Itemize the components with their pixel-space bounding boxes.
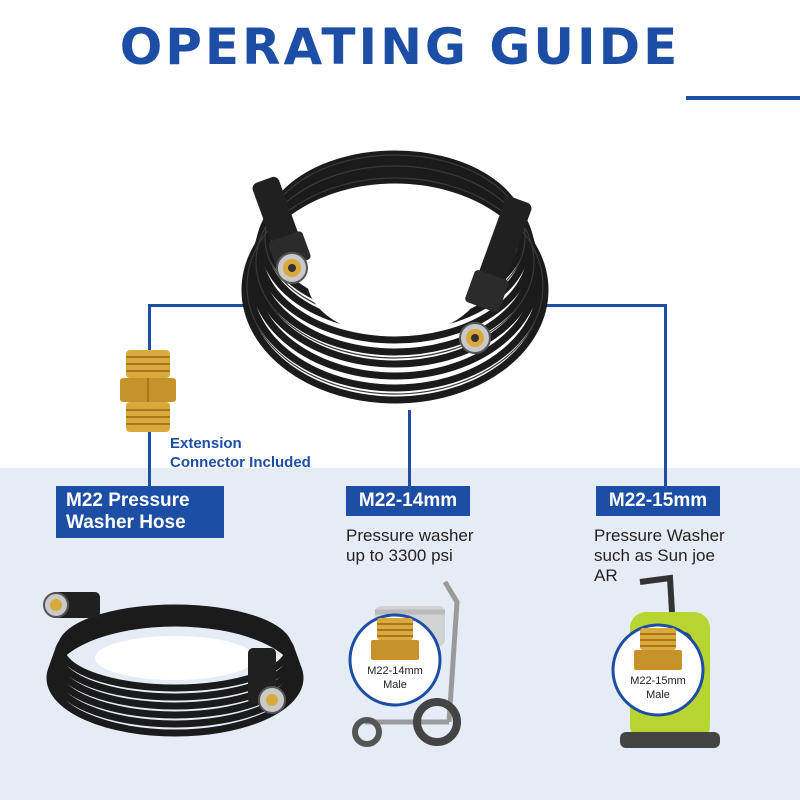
- description-m22-14mm: Pressure washer up to 3300 psi: [346, 526, 474, 566]
- label-line-1: M22-14mm: [358, 490, 458, 511]
- connector-center-vertical: [408, 410, 411, 486]
- hose-coil-product-image: [43, 592, 304, 737]
- label-m22-15mm: M22-15mm: [596, 486, 720, 516]
- extension-label-line-1: Extension: [170, 435, 242, 452]
- label-m22-14mm: M22-14mm: [346, 486, 470, 516]
- description-line-1: Pressure washer: [346, 526, 474, 545]
- description-line-2: such as Sun joe: [594, 546, 715, 565]
- extension-connector-label: Extension Connector Included: [170, 434, 311, 472]
- badge-type-text: Male: [383, 679, 407, 691]
- badge-type-text: Male: [646, 689, 670, 701]
- description-line-2: up to 3300 psi: [346, 546, 453, 565]
- title-underline: [686, 96, 800, 100]
- connector-right-horizontal: [530, 304, 667, 307]
- badge-size-text: M22-14mm: [367, 665, 423, 677]
- description-line-3: AR: [594, 566, 618, 585]
- connector-left-horizontal: [148, 304, 248, 307]
- coiled-hose-image: [241, 150, 549, 404]
- m22-15mm-fitting-badge: M22-15mm Male: [611, 623, 705, 717]
- label-line-1: M22 Pressure: [66, 490, 190, 511]
- description-m22-15mm: Pressure Washer such as Sun joe AR: [594, 526, 725, 586]
- label-line-1: M22-15mm: [608, 490, 708, 511]
- page-title: OPERATING GUIDE: [119, 18, 681, 76]
- label-m22-pressure-washer-hose: M22 Pressure Washer Hose: [56, 486, 224, 538]
- connector-right-vertical: [664, 304, 667, 486]
- extension-label-line-2: Connector Included: [170, 454, 311, 471]
- label-line-2: Washer Hose: [66, 512, 186, 533]
- extension-connector-image: [120, 350, 176, 432]
- description-line-1: Pressure Washer: [594, 526, 725, 545]
- m22-14mm-fitting-badge: M22-14mm Male: [348, 613, 442, 707]
- badge-size-text: M22-15mm: [630, 675, 686, 687]
